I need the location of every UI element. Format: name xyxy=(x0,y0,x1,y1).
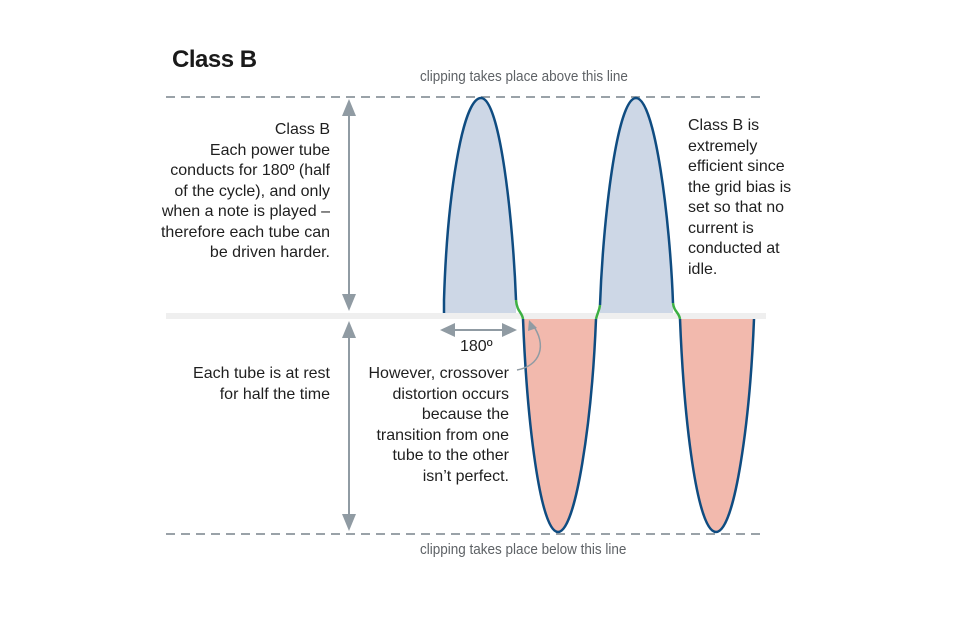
positive-half-cycle-1 xyxy=(444,98,516,313)
clip-bottom-label: clipping takes place below this line xyxy=(420,541,627,558)
left-top-note: Class B Each power tube conducts for 180… xyxy=(160,121,330,261)
left-bottom-note: Each tube is at rest for half the time xyxy=(193,365,330,403)
crossover-pointer-line xyxy=(516,323,542,371)
clip-top-label: clipping takes place above this line xyxy=(420,68,628,85)
wave-stroke-4 xyxy=(678,318,756,534)
right-note: Class B is extremely efficient since the… xyxy=(688,117,792,278)
positive-half-cycle-2 xyxy=(600,98,673,313)
wave-stroke-2 xyxy=(598,96,675,306)
phase-angle-label: 180º xyxy=(460,338,493,355)
arrow-down-icon xyxy=(342,514,356,531)
crossover-segment-3 xyxy=(671,302,682,320)
arrow-up-icon xyxy=(342,321,356,338)
arrow-right-icon xyxy=(502,323,517,337)
wave-stroke-3 xyxy=(521,318,598,534)
crossover-segment-2 xyxy=(594,304,602,320)
diagram-title: Class B xyxy=(172,46,257,73)
wave-stroke-1 xyxy=(442,96,518,313)
arrow-down-icon xyxy=(342,294,356,311)
negative-half-cycle-1 xyxy=(523,319,596,532)
negative-half-cycle-2 xyxy=(680,319,754,532)
arrow-up-icon xyxy=(342,99,356,116)
pointer-arrow-icon xyxy=(528,320,537,331)
crossover-segment-1 xyxy=(514,299,525,320)
arrow-left-icon xyxy=(440,323,455,337)
crossover-note: However, crossover distortion occurs bec… xyxy=(368,365,510,485)
zero-baseline xyxy=(166,313,766,319)
